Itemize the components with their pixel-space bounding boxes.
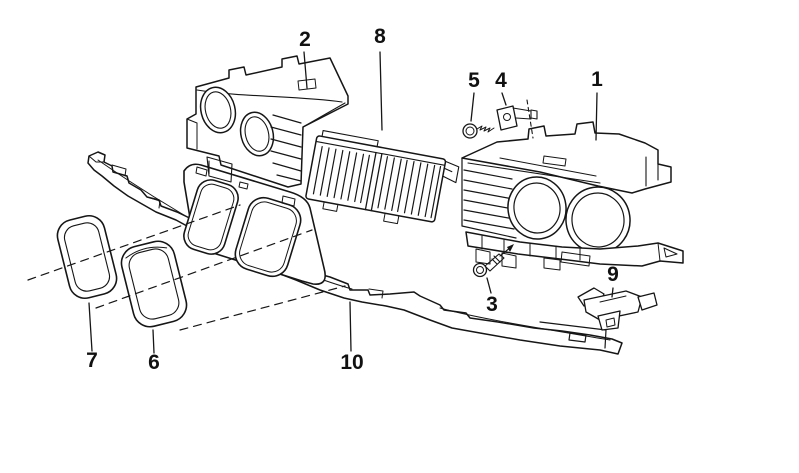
diagram-artwork [27, 51, 684, 355]
callout-1: 1 [591, 68, 603, 91]
callout-3: 3 [486, 293, 498, 316]
callout-7: 7 [86, 349, 98, 372]
part-7-trim-ring [56, 214, 118, 300]
part-2-headlight-panel [186, 55, 349, 188]
callout-9: 9 [607, 263, 619, 286]
callout-5: 5 [468, 69, 480, 92]
callout-10: 10 [340, 351, 363, 374]
callout-labels: 1 2 3 4 5 6 7 8 9 10 [86, 25, 619, 374]
callout-2: 2 [299, 28, 311, 51]
callout-4: 4 [495, 69, 507, 92]
part-6-trim-ring [120, 240, 188, 328]
callout-8: 8 [374, 25, 386, 48]
part-4-expansion-clip [496, 99, 538, 139]
part-5-screw [462, 123, 495, 139]
projection-dashed-lines [27, 204, 346, 331]
kidney-grille-surround [183, 163, 326, 285]
part-8-center-grille [305, 129, 460, 225]
part-3-screw [472, 244, 514, 278]
part-9-mounting-clip [577, 287, 658, 331]
part-1-headlight-panel [461, 121, 684, 271]
callout-leader-lines [88, 51, 614, 354]
callout-6: 6 [148, 351, 160, 374]
